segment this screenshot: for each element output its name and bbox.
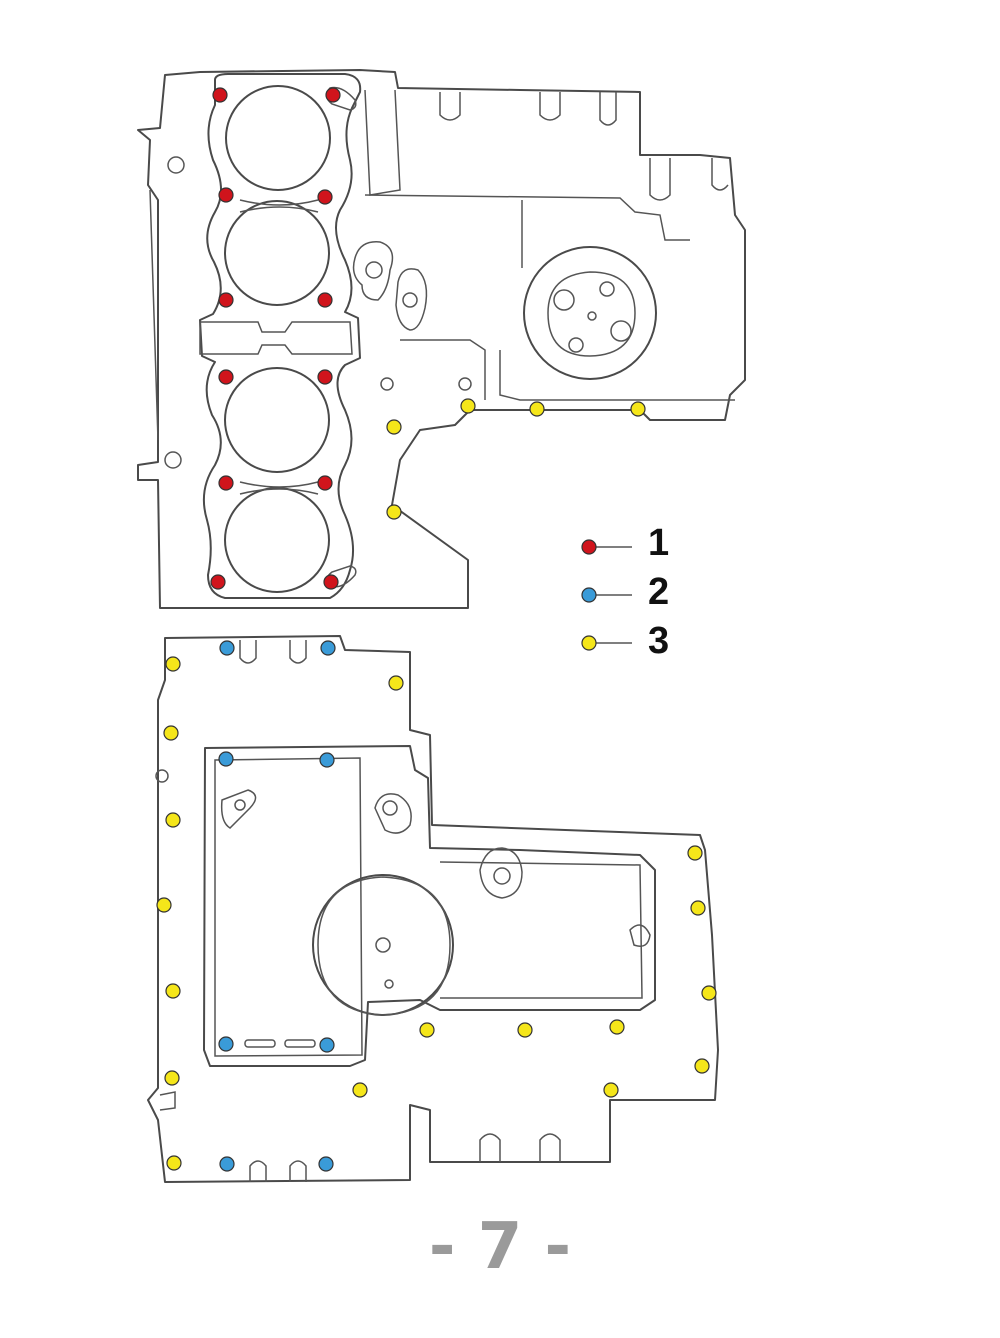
bolt-marker-yellow [388,675,404,691]
bolt-marker-yellow [603,1082,619,1098]
bolt-marker-yellow [694,1058,710,1074]
legend-label-2: 2 [648,571,669,613]
bolt-marker-blue [318,1156,334,1172]
bolt-marker-blue [219,1156,235,1172]
bolt-marker-red [317,369,333,385]
legend-swatch-1 [581,539,597,555]
bolt-marker-yellow [517,1022,533,1038]
bolt-marker-yellow [687,845,703,861]
bolt-marker-blue [218,751,234,767]
bolt-marker-red [325,87,341,103]
bolt-marker-blue [319,1037,335,1053]
legend-item-3: 3 [581,620,669,662]
bolt-marker-yellow [352,1082,368,1098]
bolt-marker-yellow [460,398,476,414]
bolt-marker-yellow [163,725,179,741]
bolt-marker-yellow [609,1019,625,1035]
bolt-marker-red [317,475,333,491]
legend-label-3: 3 [648,620,669,662]
bolt-marker-red [218,369,234,385]
bolt-marker-yellow [690,900,706,916]
legend: 1 2 3 [581,522,669,662]
bolt-marker-yellow [166,1155,182,1171]
bolt-marker-yellow [156,897,172,913]
bolt-marker-yellow [386,504,402,520]
bolt-marker-red [323,574,339,590]
bolt-marker-yellow [419,1022,435,1038]
bolt-markers [156,87,717,1172]
bolt-marker-red [212,87,228,103]
bolt-marker-yellow [164,1070,180,1086]
page-number: - 7 - [428,1210,572,1284]
bolt-marker-red [218,292,234,308]
head-gasket-drawing [137,69,746,609]
legend-item-2: 2 [581,571,669,613]
bolt-marker-blue [320,640,336,656]
bolt-marker-red [210,574,226,590]
bolt-marker-yellow [165,983,181,999]
bolt-marker-yellow [165,812,181,828]
bolt-marker-yellow [386,419,402,435]
bolt-marker-red [218,475,234,491]
legend-label-1: 1 [648,522,669,564]
legend-item-1: 1 [581,522,669,564]
bolt-marker-red [218,187,234,203]
bolt-marker-yellow [630,401,646,417]
bolt-marker-red [317,292,333,308]
bolt-marker-red [317,189,333,205]
legend-swatch-3 [581,635,597,651]
legend-swatch-2 [581,587,597,603]
bolt-marker-yellow [701,985,717,1001]
bolt-marker-yellow [529,401,545,417]
bolt-marker-blue [218,1036,234,1052]
bolt-marker-blue [319,752,335,768]
sump-gasket-drawing [147,635,719,1183]
bolt-marker-yellow [165,656,181,672]
bolt-marker-blue [219,640,235,656]
